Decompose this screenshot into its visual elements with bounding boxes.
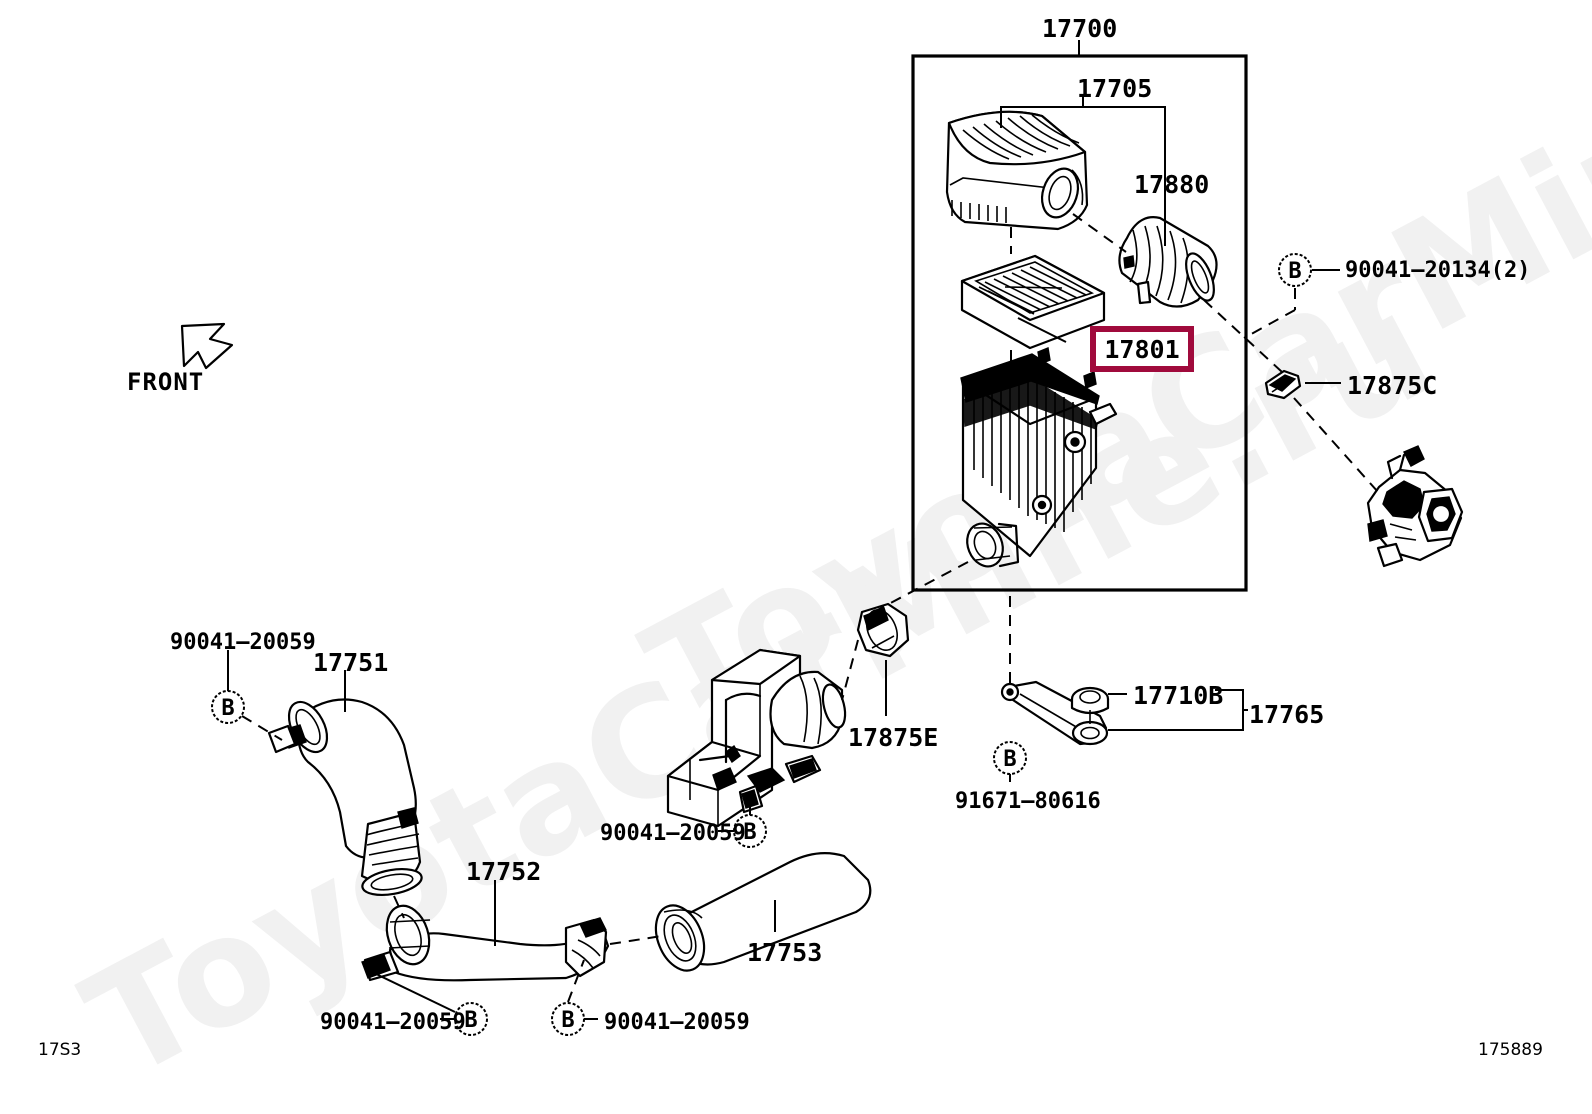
part-label-b-90041-20059-d[interactable]: 90041–20059	[604, 1010, 750, 1035]
throttle-body-assembly	[1366, 445, 1464, 568]
part-17700-air-cleaner-case	[960, 347, 1118, 568]
resonator-box	[666, 648, 847, 828]
part-label-highlight-17801[interactable]: 17801	[1090, 326, 1194, 372]
part-label-17753[interactable]: 17753	[747, 938, 823, 967]
part-label-17705[interactable]: 17705	[1077, 74, 1153, 103]
part-label-b-90041-20134[interactable]: 90041–20134(2)	[1345, 258, 1531, 283]
part-17801-air-filter-element	[960, 254, 1106, 350]
part-label-17710B[interactable]: 17710B	[1133, 681, 1224, 710]
part-label-17765[interactable]: 17765	[1249, 700, 1325, 729]
part-17751-air-inlet-duct	[267, 698, 423, 897]
part-17752-air-inlet-pipe	[361, 904, 610, 982]
part-17753-air-inlet-tube	[654, 851, 872, 972]
part-label-91671-80616[interactable]: 91671–80616	[955, 789, 1101, 814]
part-label-b-90041-20059-b[interactable]: 90041–20059	[600, 821, 746, 846]
diagram-code: 17S3	[38, 1040, 82, 1060]
part-17705-air-cleaner-cap	[945, 110, 1089, 231]
part-label-17700[interactable]: 17700	[1042, 14, 1118, 43]
front-direction-label: FRONT	[127, 368, 205, 396]
sheet-number: 175889	[1478, 1040, 1543, 1060]
part-17875E-hose-clamp	[856, 602, 910, 658]
part-label-17751[interactable]: 17751	[313, 648, 389, 677]
part-label-17875E[interactable]: 17875E	[848, 723, 939, 752]
part-17710B-cushion	[1070, 686, 1110, 724]
front-arrow	[180, 322, 234, 370]
part-label-b-90041-20059-c[interactable]: 90041–20059	[320, 1010, 466, 1035]
part-label-17752[interactable]: 17752	[466, 857, 542, 886]
part-label-b-90041-20059-a[interactable]: 90041–20059	[170, 630, 316, 655]
part-17880-air-cleaner-hose	[1118, 216, 1218, 308]
part-17875C-hose-clamp	[1264, 369, 1302, 400]
part-17765-bracket	[1000, 680, 1109, 746]
part-label-17880[interactable]: 17880	[1134, 170, 1210, 199]
part-label-17875C[interactable]: 17875C	[1347, 371, 1438, 400]
